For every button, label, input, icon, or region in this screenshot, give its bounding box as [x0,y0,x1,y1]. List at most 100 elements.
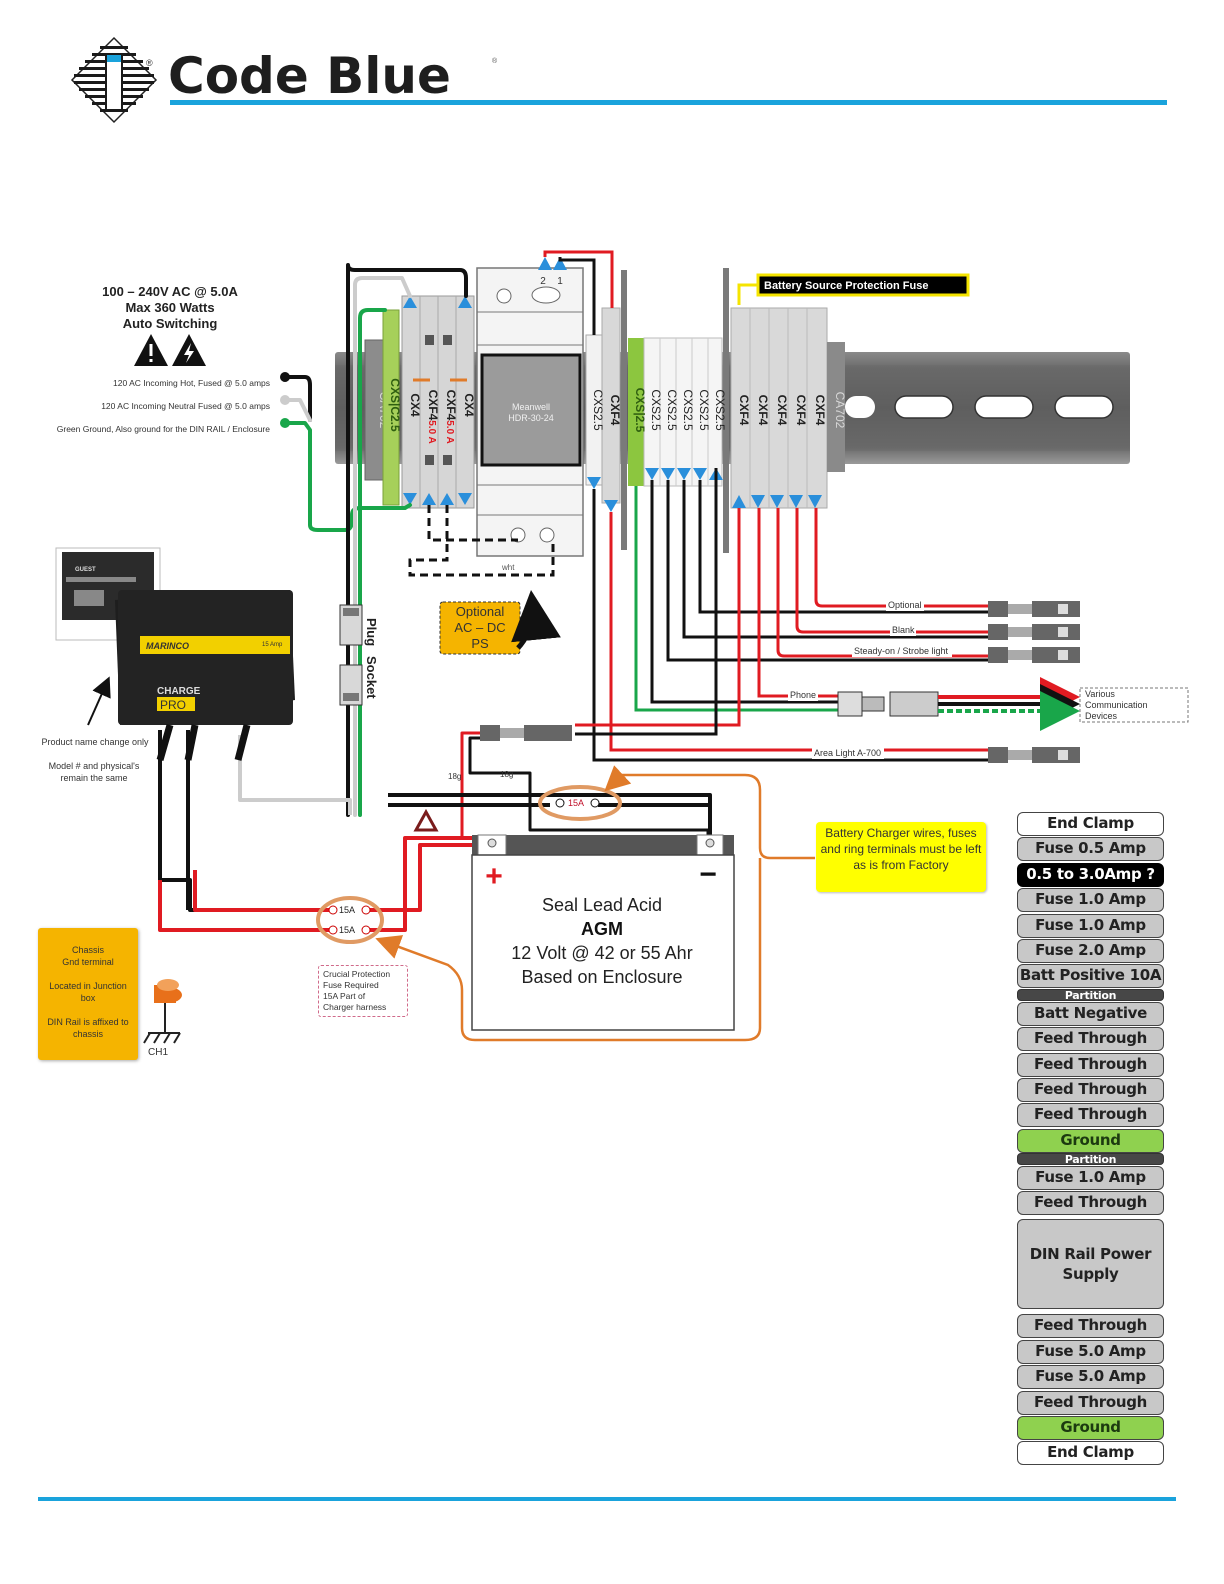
battery-positive-symbol: + [485,860,503,893]
legend-item-block: Fuse 1.0 Amp [1017,913,1164,938]
optional-ps-note: Optional AC – DC PS [439,590,561,655]
cxs-label: CXS2.5 [591,389,605,431]
legend-item-block: Fuse 0.5 Amp [1017,837,1164,862]
connector-strobe [988,647,1080,663]
cxs-label: CXS2.5 [665,389,679,431]
battery-fuse-callout: Battery Source Protection Fuse [737,273,970,305]
terminal-markers [403,257,822,512]
devices-line: Various [1085,689,1115,699]
ps-terminal-2: 2 [540,276,546,287]
warning-triangle-icon [413,808,439,832]
battery-rating: 12 Volt @ 42 or 55 Ahr [511,943,692,963]
end-clamp-label: CA702 [833,392,847,429]
cxs-label: CXS2.5 [697,389,711,431]
plug-socket: Plug Socket [339,604,379,706]
legend-item-block: Batt Negative [1017,1001,1164,1026]
battery-wires [158,730,712,932]
charger-factory-note: Battery Charger wires, fuses and ring te… [816,822,986,892]
ac-wire-hot-label: 120 AC Incoming Hot, Fused @ 5.0 amps [113,378,270,388]
ps-terminal-1: 1 [557,276,563,287]
fuse-label: 15A [339,905,355,915]
inline-fuses: 15A 15A 15A [316,785,622,944]
charger-brand: MARINCO [146,641,189,651]
legend-item-block: Feed Through [1017,1103,1164,1128]
connector-area-light [988,747,1080,763]
legend-item-block: Fuse 1.0 Amp [1017,1166,1164,1191]
ground-terminal-label: CXS|C2.5 [388,378,402,432]
cxf4-label: CXF4 [794,395,808,426]
right-terminal-group: CXF4 CXF4 CXF4 CXF4 CXF4 CA702 [730,307,847,509]
crucial-note-line: Fuse Required [323,980,379,990]
legend-item-block: Feed Through [1017,1027,1164,1052]
charger-note-2b: remain the same [60,773,127,783]
output-labels: Optional Blank Steady-on / Strobe light … [788,600,952,759]
ac-spec-line: 100 – 240V AC @ 5.0A [102,284,238,299]
connector-blank [988,624,1080,640]
legend-item-block: Batt Positive 10A [1017,964,1164,989]
warning-icons [134,334,206,366]
old-charger-brand: GUEST [75,567,96,573]
cxs-label: CXS2.5 [713,389,727,431]
connector-charger [480,725,572,741]
legend-item-clamp: End Clamp [1017,812,1164,836]
ac-wire-labels: 120 AC Incoming Hot, Fused @ 5.0 amps 12… [40,372,270,441]
legend-item-block: Feed Through [1017,1390,1164,1415]
ac-wire-neutral-label: 120 AC Incoming Neutral Fused @ 5.0 amps [101,401,270,411]
connector-optional [988,601,1080,617]
output-connectors [480,601,1080,763]
charger-note-callout [375,765,815,1042]
cx4-label: CX4 [408,393,422,417]
socket-label: Socket [364,656,379,699]
crucial-note-line: 15A Part of [323,991,366,1001]
chassis-note-line: Gnd terminal [62,957,114,967]
cxf4-label: CXF4 [426,390,440,421]
legend-item-block: Feed Through [1017,1191,1164,1216]
ps-model: HDR-30-24 [508,413,554,423]
chassis-label: CH1 [148,1047,168,1058]
legend-item-block: Feed Through [1017,1052,1164,1077]
chassis-note-line: Located in Junction [49,981,127,991]
battery-note: Based on Enclosure [521,967,682,987]
devices-line: Communication [1085,700,1148,710]
exclamation-warning-icon [134,334,168,366]
legend-item-block: Fuse 2.0 Amp [1017,938,1164,963]
legend-item-block: Fuse 5.0 Amp [1017,1339,1164,1364]
ps-brand: Meanwell [512,402,550,412]
legend-item-highlight: 0.5 to 3.0Amp ? [1017,862,1164,887]
battery-fuse-callout-text: Battery Source Protection Fuse [764,280,928,292]
legend-item-ground: Ground [1017,1416,1164,1441]
legend-item-psu: DIN Rail Power Supply [1017,1219,1164,1310]
charger-note-1: Product name change only [41,737,149,747]
output-area-light-label: Area Light A-700 [814,748,881,758]
registered-mark: ® [146,58,153,68]
crucial-note-line: Crucial Protection [323,969,391,979]
charger-image: GUEST MARINCO 15 Amp CHARGE PRO [55,547,295,761]
charger-product-pro: PRO [160,698,186,712]
cx4-label: CX4 [462,393,476,417]
cxf4-label: CXF4 [444,390,458,421]
cxf4-label: CXF4 [813,395,827,426]
output-wires [575,468,990,762]
legend-item-partition: Partition [1017,988,1164,1001]
legend-item-block: Fuse 1.0 Amp [1017,888,1164,913]
chassis-note-line: box [80,993,96,1003]
fuse-rating-mark: 5.0 A [426,420,437,444]
chassis-ground-icon: CH1 [143,979,182,1058]
crucial-note-line: Charger harness [323,1002,387,1012]
brand-name: Code Blue [168,47,451,105]
battery-tech: AGM [581,919,623,939]
ac-spec: 100 – 240V AC @ 5.0A Max 360 Watts Auto … [70,284,270,332]
ac-input-wires [280,263,468,817]
registered-mark-2: ® [492,58,498,65]
ac-spec-line: Max 360 Watts [125,300,215,315]
connector-phone [837,691,939,717]
cxf4-label: CXF4 [756,395,770,426]
electric-hazard-icon [172,334,206,366]
legend-item-ground: Ground [1017,1128,1164,1153]
fuse-label: 15A [568,798,584,808]
battery-type: Seal Lead Acid [542,895,662,915]
devices-line: Devices [1085,711,1118,721]
charger-note-2a: Model # and physical's [49,761,140,771]
